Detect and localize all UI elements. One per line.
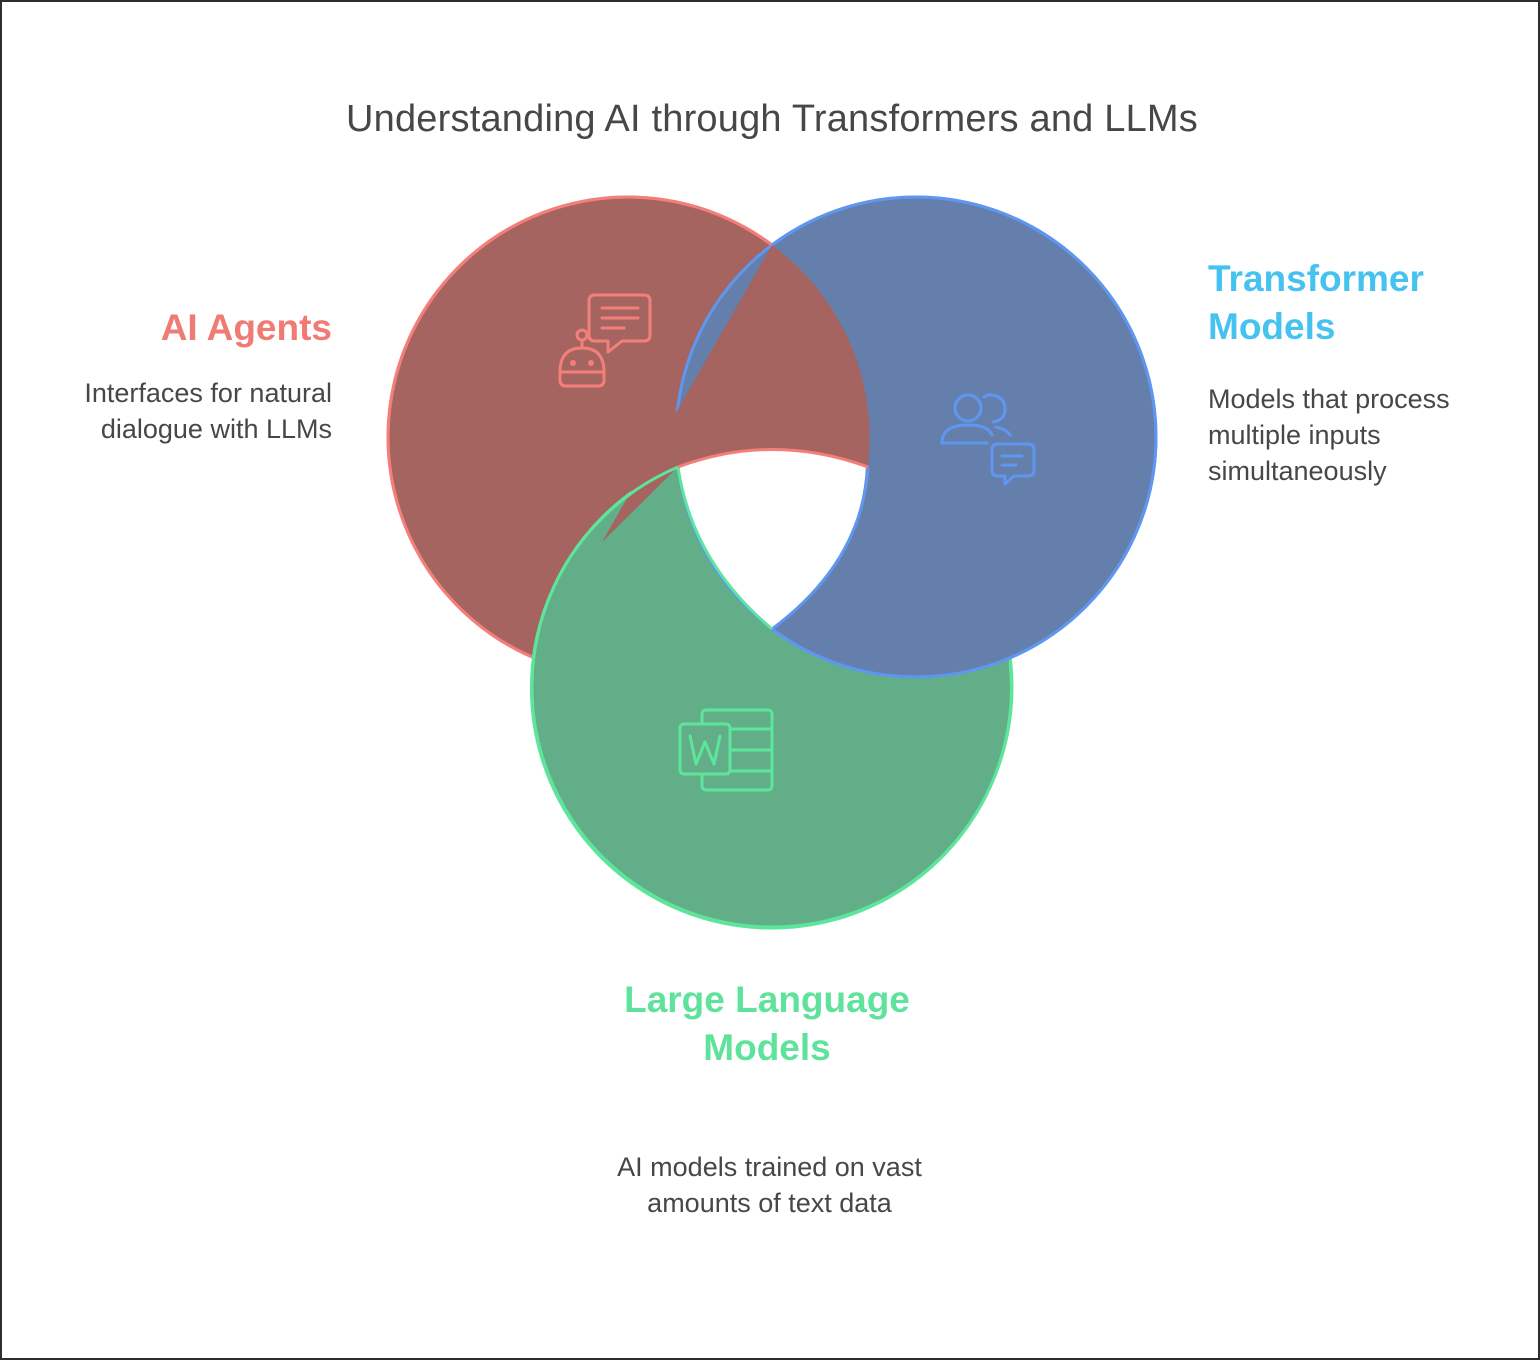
users-chat-icon [940,393,1036,486]
ai-agents-inner-edge [677,448,869,469]
ai-agents-overlap-region [602,245,870,542]
ai-agents-label: AI Agents [160,307,332,348]
transformer-models-label: Transformer Models [1208,258,1424,347]
llm-label: Large Language Models [624,979,910,1068]
word-document-icon [678,708,774,792]
llm-description: AI models trained on vast amounts of tex… [617,1152,922,1218]
ai-agents-description: Interfaces for natural dialogue with LLM… [84,378,332,444]
ai-agents-outline [386,195,773,659]
robot-chat-icon [558,293,652,388]
transformer-models-description: Models that process multiple inputs simu… [1208,384,1450,486]
diagram-title: Understanding AI through Transformers an… [346,98,1198,140]
llm-outline [529,465,1013,930]
